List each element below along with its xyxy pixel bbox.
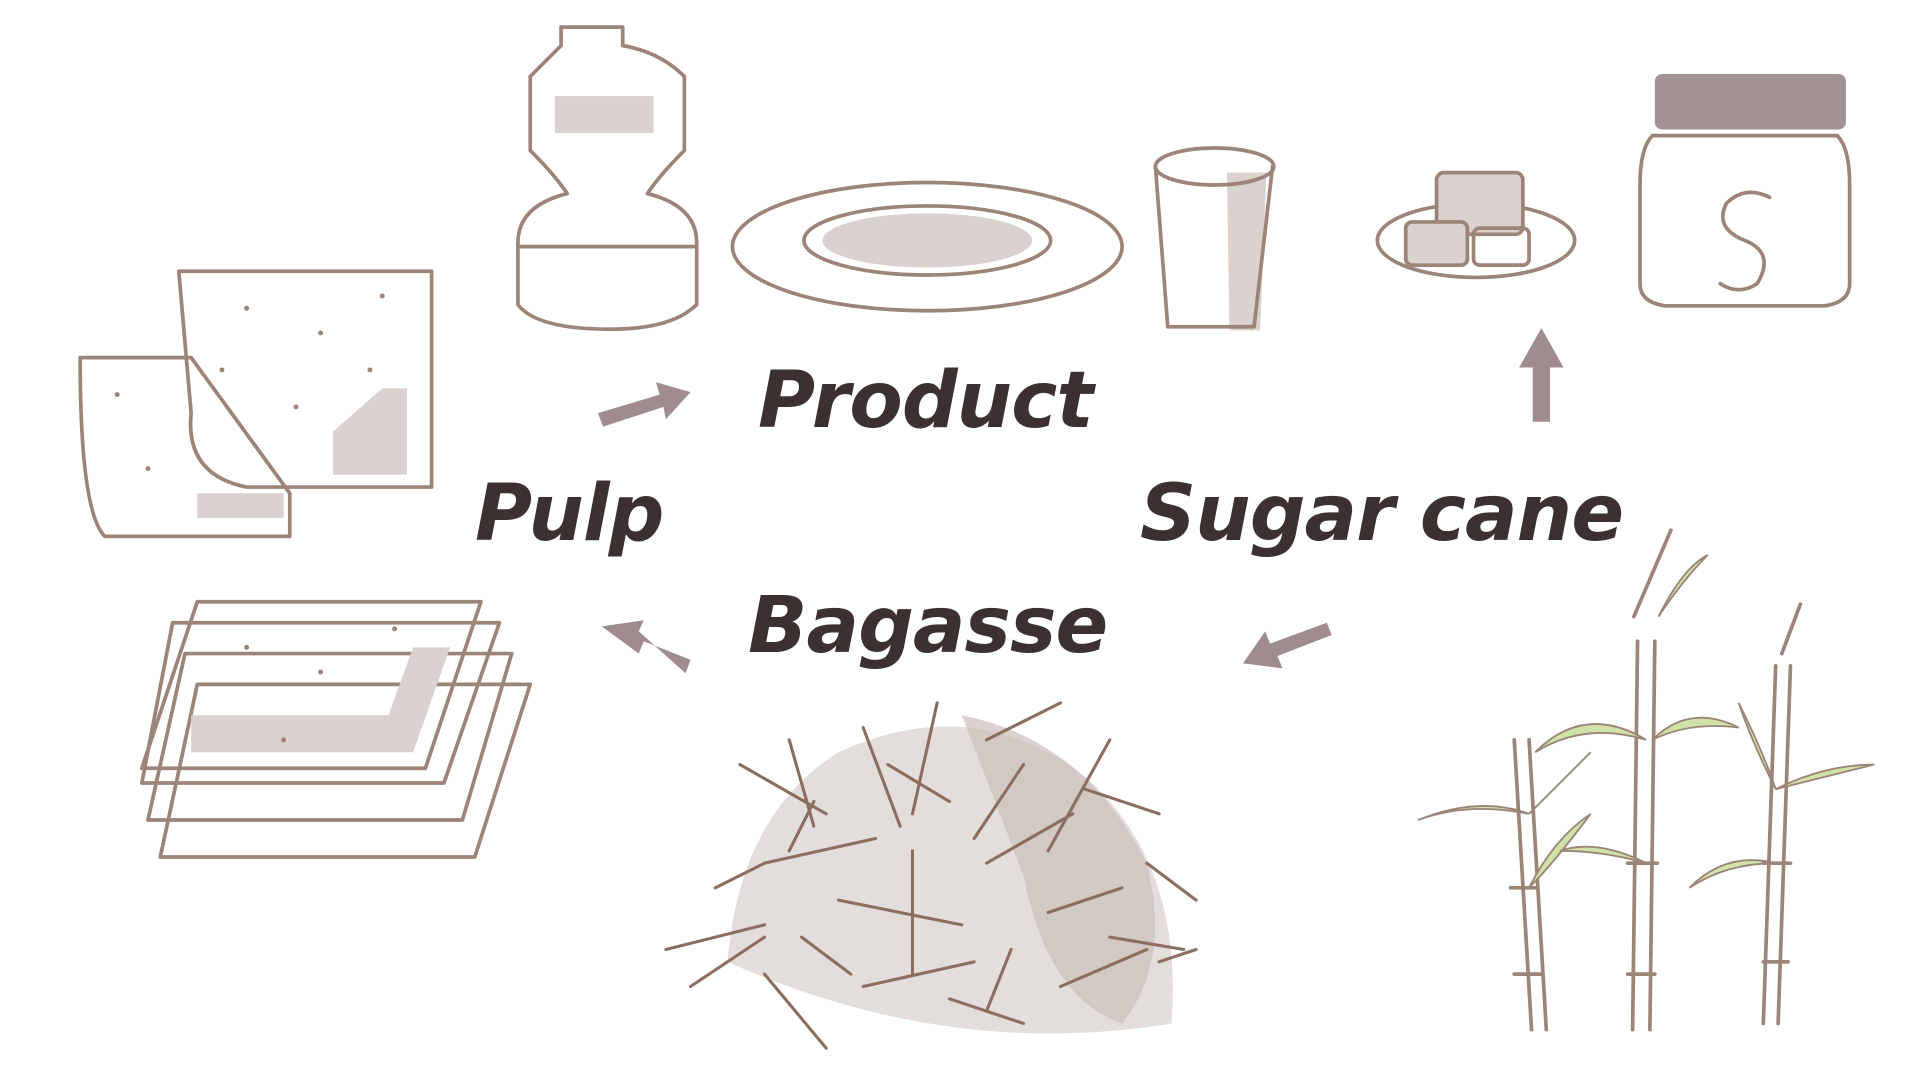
arrow-pulp-to-product (598, 382, 691, 427)
pulp-sheets-illustration (139, 599, 533, 859)
paper-sheets-illustration (78, 269, 434, 539)
label-product: Product (758, 356, 1094, 446)
sugar-cubes-illustration (1375, 170, 1577, 280)
sugar-cane-illustration (1417, 528, 1875, 1032)
label-pulp: Pulp (475, 469, 664, 559)
label-bagasse: Bagasse (748, 581, 1108, 671)
arrow-cane-to-bagasse (1242, 622, 1332, 669)
label-sugar-cane: Sugar cane (1140, 469, 1624, 559)
container-illustration (516, 25, 699, 332)
bagasse-pile-illustration (664, 701, 1198, 1050)
plate-illustration (730, 180, 1124, 313)
arrow-cane-to-sugar (1519, 328, 1564, 422)
sugar-jar-illustration (1638, 73, 1852, 308)
cup-illustration (1153, 146, 1276, 331)
arrow-bagasse-to-pulp (601, 620, 691, 674)
